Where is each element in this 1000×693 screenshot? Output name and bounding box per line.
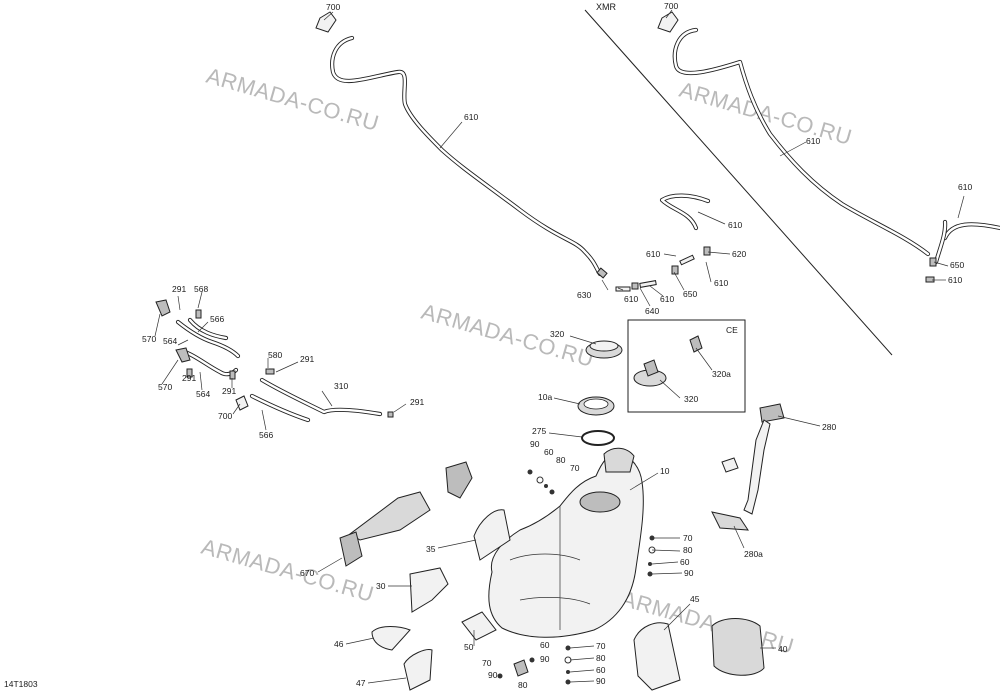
callout-568: 568 bbox=[194, 284, 208, 294]
hardware-fasteners bbox=[497, 469, 656, 685]
callout-291-b: 291 bbox=[300, 354, 314, 364]
callout-280a: 280a bbox=[744, 549, 763, 559]
callout-570-b: 570 bbox=[158, 382, 172, 392]
watermark-2: ARMADA-CO.RU bbox=[677, 77, 855, 150]
callout-610-right: 610 bbox=[806, 136, 820, 146]
callout-320-a: 320 bbox=[550, 329, 564, 339]
vent-hose-right bbox=[672, 27, 931, 257]
callout-45: 45 bbox=[690, 594, 700, 604]
callout-47: 47 bbox=[356, 678, 366, 688]
leader-lines bbox=[154, 9, 965, 684]
callout-70-d: 70 bbox=[482, 658, 492, 668]
drawing-number: 14T1803 bbox=[4, 679, 38, 689]
left-hose-assembly bbox=[155, 299, 394, 423]
callout-320-ce: 320 bbox=[684, 394, 698, 404]
callout-90-c: 90 bbox=[540, 654, 550, 664]
xmr-separator-line bbox=[584, 9, 893, 356]
callout-30: 30 bbox=[376, 581, 386, 591]
callout-46: 46 bbox=[334, 639, 344, 649]
watermark-3: ARMADA-CO.RU bbox=[419, 299, 597, 372]
callout-70-a: 70 bbox=[570, 463, 580, 473]
callout-700-c: 700 bbox=[218, 411, 232, 421]
callout-291-d: 291 bbox=[222, 386, 236, 396]
vent-fittings bbox=[315, 11, 937, 292]
callout-90-b: 90 bbox=[684, 568, 694, 578]
callout-60-c: 60 bbox=[540, 640, 550, 650]
callout-310: 310 bbox=[334, 381, 348, 391]
callout-610-d: 610 bbox=[714, 278, 728, 288]
callout-610-c: 610 bbox=[660, 294, 674, 304]
callout-80-c: 80 bbox=[596, 653, 606, 663]
guard-45 bbox=[633, 622, 681, 691]
callout-580: 580 bbox=[268, 350, 282, 360]
vent-hose-left bbox=[330, 35, 603, 277]
callout-80-d: 80 bbox=[518, 680, 528, 690]
fuel-pump-280 bbox=[711, 403, 785, 531]
ce-label: CE bbox=[726, 325, 738, 335]
callout-564-b: 564 bbox=[196, 389, 210, 399]
callout-70-c: 70 bbox=[596, 641, 606, 651]
callout-291-a: 291 bbox=[172, 284, 186, 294]
fuel-cap-ce bbox=[633, 335, 703, 387]
callout-610-f: 610 bbox=[646, 249, 660, 259]
callout-610-left: 610 bbox=[464, 112, 478, 122]
callout-10: 10 bbox=[660, 466, 670, 476]
fuel-cap-320 bbox=[585, 340, 623, 359]
vent-hose-tee bbox=[933, 219, 1000, 265]
callout-280: 280 bbox=[822, 422, 836, 432]
callout-650-b: 650 bbox=[950, 260, 964, 270]
callout-40: 40 bbox=[778, 644, 788, 654]
xmr-label: XMR bbox=[596, 2, 617, 12]
callout-610-e: 610 bbox=[728, 220, 742, 230]
callout-291-e: 291 bbox=[410, 397, 424, 407]
ce-option-box bbox=[627, 319, 746, 413]
callout-291-c: 291 bbox=[182, 373, 196, 383]
guard-30 bbox=[409, 567, 449, 613]
callout-566-a: 566 bbox=[210, 314, 224, 324]
callout-60-b: 60 bbox=[680, 557, 690, 567]
callout-35: 35 bbox=[426, 544, 436, 554]
callout-570-a: 570 bbox=[142, 334, 156, 344]
callout-320a: 320a bbox=[712, 369, 731, 379]
callout-80-b: 80 bbox=[683, 545, 693, 555]
guard-47 bbox=[403, 649, 433, 691]
fuel-tank-10 bbox=[488, 447, 644, 638]
cover-40 bbox=[711, 618, 765, 676]
callout-90-d: 90 bbox=[488, 670, 498, 680]
callout-670: 670 bbox=[300, 568, 314, 578]
callout-60-d: 60 bbox=[596, 665, 606, 675]
watermark-1: ARMADA-CO.RU bbox=[204, 63, 382, 136]
vent-hose-short bbox=[659, 193, 711, 231]
callout-labels: 700 610 630 610 640 610 650 610 620 610 … bbox=[4, 1, 972, 690]
callout-10a: 10a bbox=[538, 392, 552, 402]
callout-640: 640 bbox=[645, 306, 659, 316]
callout-630: 630 bbox=[577, 290, 591, 300]
callout-700-left: 700 bbox=[326, 2, 340, 12]
callout-620: 620 bbox=[732, 249, 746, 259]
guard-46 bbox=[371, 626, 411, 651]
callout-566-b: 566 bbox=[259, 430, 273, 440]
callout-70-b: 70 bbox=[683, 533, 693, 543]
filler-neck-ring bbox=[577, 396, 615, 446]
callout-80-a: 80 bbox=[556, 455, 566, 465]
callout-610-b: 610 bbox=[624, 294, 638, 304]
callout-90-a: 90 bbox=[530, 439, 540, 449]
fuel-lines-bracket bbox=[339, 461, 473, 567]
strap-50 bbox=[461, 611, 497, 641]
callout-60-a: 60 bbox=[544, 447, 554, 457]
callout-50: 50 bbox=[464, 642, 474, 652]
callout-564-a: 564 bbox=[163, 336, 177, 346]
guard-35 bbox=[473, 509, 511, 561]
callout-650-a: 650 bbox=[683, 289, 697, 299]
callout-700-right: 700 bbox=[664, 1, 678, 11]
callout-90-e: 90 bbox=[596, 676, 606, 686]
callout-610-i: 610 bbox=[948, 275, 962, 285]
callout-610-h: 610 bbox=[958, 182, 972, 192]
callout-275: 275 bbox=[532, 426, 546, 436]
